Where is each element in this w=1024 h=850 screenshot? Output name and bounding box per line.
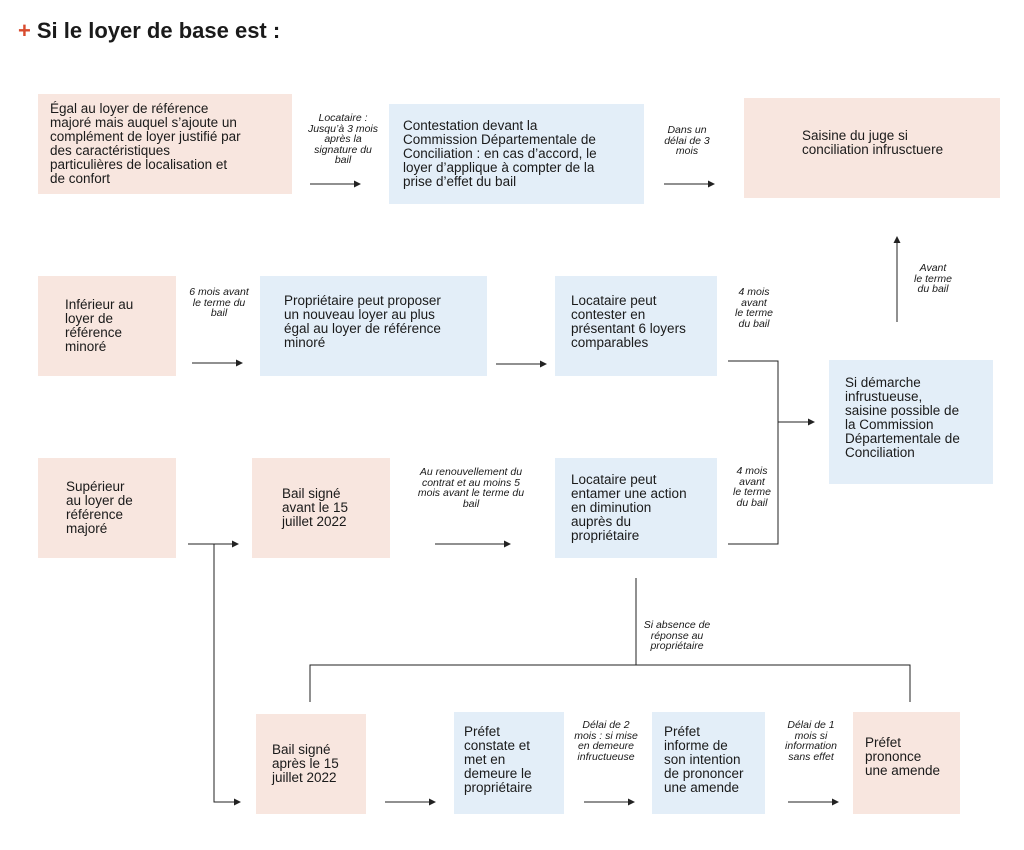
box-prefet-constate: Préfet constate et met en demeure le pro…	[454, 712, 564, 814]
label-renouvellement: Au renouvellement du contrat et au moins…	[417, 466, 525, 510]
box-prefet-constate-text: Préfet constate et met en demeure le pro…	[464, 724, 533, 795]
label-delai-2mois: Délai de 2 mois : si mise en demeure inf…	[574, 719, 638, 763]
box-contestation: Contestation devant la Commission Départ…	[389, 104, 644, 204]
box-proprio-propose: Propriétaire peut proposer un nouveau lo…	[260, 276, 487, 376]
box-bail-avant-text: Bail signé avant le 15 juillet 2022	[282, 486, 349, 529]
box-egal: Égal au loyer de référence majoré mais a…	[38, 94, 292, 194]
label-absence: Si absence de réponse au propriétaire	[643, 619, 711, 652]
page-title: +Si le loyer de base est :	[18, 18, 280, 44]
connector-locataire-conteste-merge	[728, 360, 779, 545]
box-inferieur-text: Inférieur au loyer de référence minoré	[65, 297, 134, 354]
box-demarche-text: Si démarche infrustueuse, saisine possib…	[845, 375, 960, 460]
box-contestation-text: Contestation devant la Commission Départ…	[403, 118, 597, 189]
box-bail-avant: Bail signé avant le 15 juillet 2022	[252, 458, 390, 558]
box-bail-apres-text: Bail signé après le 15 juillet 2022	[272, 742, 339, 785]
box-egal-text: Égal au loyer de référence majoré mais a…	[50, 101, 241, 186]
label-delai-3mois: Dans un délai de 3 mois	[664, 124, 710, 157]
box-demarche: Si démarche infrustueuse, saisine possib…	[829, 360, 993, 484]
label-4mois-2: 4 mois avant le terme du bail	[733, 465, 771, 509]
label-delai-1mois: Délai de 1 mois si information sans effe…	[785, 719, 837, 763]
box-prefet-informe-text: Préfet informe de son intention de prono…	[664, 724, 744, 795]
label-avant-terme: Avant le terme du bail	[914, 262, 952, 295]
box-saisine-juge: Saisine du juge si conciliation infrusct…	[744, 98, 1000, 198]
box-locataire-action: Locataire peut entamer une action en dim…	[555, 458, 717, 558]
box-bail-apres: Bail signé après le 15 juillet 2022	[256, 714, 366, 814]
label-4mois-1: 4 mois avant le terme du bail	[735, 286, 773, 330]
box-saisine-juge-text: Saisine du juge si conciliation infrusct…	[802, 128, 944, 157]
box-inferieur: Inférieur au loyer de référence minoré	[38, 276, 176, 376]
label-6mois: 6 mois avant le terme du bail	[189, 286, 249, 319]
box-locataire-action-text: Locataire peut entamer une action en dim…	[571, 472, 687, 543]
box-prefet-prononce-text: Préfet prononce une amende	[865, 735, 941, 778]
box-prefet-informe: Préfet informe de son intention de prono…	[652, 712, 765, 814]
label-locataire-3mois: Locataire : Jusqu’à 3 mois après la sign…	[307, 112, 379, 166]
box-superieur: Supérieur au loyer de référence majoré	[38, 458, 176, 558]
arrow-superieur-to-bail-apres	[213, 544, 241, 806]
box-proprio-propose-text: Propriétaire peut proposer un nouveau lo…	[284, 293, 441, 350]
box-prefet-prononce: Préfet prononce une amende	[853, 712, 960, 814]
plus-icon: +	[18, 18, 31, 43]
page-title-text: Si le loyer de base est :	[36, 18, 281, 43]
box-locataire-conteste: Locataire peut contester en présentant 6…	[555, 276, 717, 376]
box-locataire-conteste-text: Locataire peut contester en présentant 6…	[571, 293, 686, 350]
box-superieur-text: Supérieur au loyer de référence majoré	[66, 479, 133, 536]
connector-absence-branch	[309, 664, 911, 702]
